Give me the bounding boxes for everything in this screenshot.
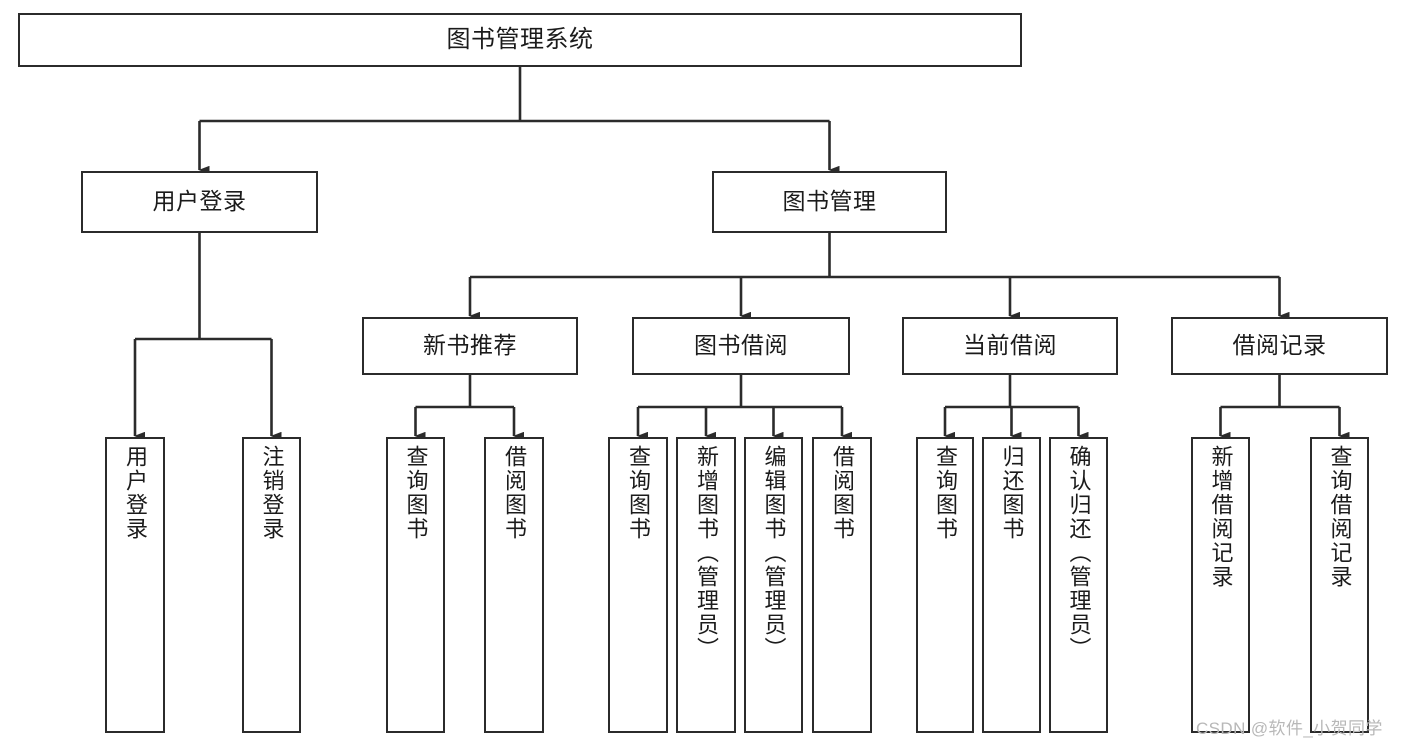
node-label: 注销登录 [259, 445, 285, 541]
node-label: 借阅图书 [830, 445, 855, 541]
node-label: 查询图书 [933, 445, 958, 541]
node-leaf-edit-book: 编辑图书（管理员） [744, 437, 803, 733]
node-l2-book-manage: 图书管理 [712, 171, 947, 233]
node-label: 归还图书 [999, 445, 1025, 541]
node-label: 图书管理 [782, 188, 877, 215]
node-leaf-logout: 注销登录 [242, 437, 301, 733]
node-l3-borrow-record: 借阅记录 [1171, 317, 1388, 375]
csdn-watermark: CSDN @软件_小贺同学 [1196, 719, 1383, 738]
node-label: 查询借阅记录 [1327, 445, 1353, 589]
node-l3-book-borrow: 图书借阅 [632, 317, 850, 375]
node-leaf-add-book: 新增图书（管理员） [676, 437, 736, 733]
node-leaf-query-book-1: 查询图书 [386, 437, 445, 733]
node-label: 新增借阅记录 [1208, 445, 1234, 589]
node-root: 图书管理系统 [18, 13, 1022, 67]
node-leaf-query-book-2: 查询图书 [608, 437, 668, 733]
node-l3-current-borrow: 当前借阅 [902, 317, 1118, 375]
node-leaf-user-login: 用户登录 [105, 437, 165, 733]
node-leaf-confirm-return: 确认归还（管理员） [1049, 437, 1108, 733]
node-l3-new-book-rec: 新书推荐 [362, 317, 578, 375]
node-leaf-return-book: 归还图书 [982, 437, 1041, 733]
node-leaf-query-book-3: 查询图书 [916, 437, 974, 733]
node-label: 编辑图书（管理员） [761, 445, 787, 661]
node-label: 新增图书（管理员） [694, 445, 719, 661]
node-leaf-query-record: 查询借阅记录 [1310, 437, 1369, 733]
node-label: 查询图书 [403, 445, 429, 541]
node-label: 当前借阅 [963, 332, 1057, 359]
node-label: 用户登录 [152, 188, 247, 215]
node-leaf-borrow-book-1: 借阅图书 [484, 437, 544, 733]
node-label: 图书管理系统 [446, 25, 594, 53]
node-label: 用户登录 [123, 445, 148, 541]
node-l2-user-login: 用户登录 [81, 171, 318, 233]
node-label: 确认归还（管理员） [1066, 445, 1092, 661]
node-label: 查询图书 [626, 445, 651, 541]
node-leaf-borrow-book-2: 借阅图书 [812, 437, 872, 733]
node-label: 借阅记录 [1232, 332, 1327, 359]
node-label: 新书推荐 [423, 332, 517, 359]
node-label: 图书借阅 [694, 332, 788, 359]
node-leaf-add-record: 新增借阅记录 [1191, 437, 1250, 733]
node-label: 借阅图书 [502, 445, 527, 541]
edge-group [133, 67, 1350, 441]
